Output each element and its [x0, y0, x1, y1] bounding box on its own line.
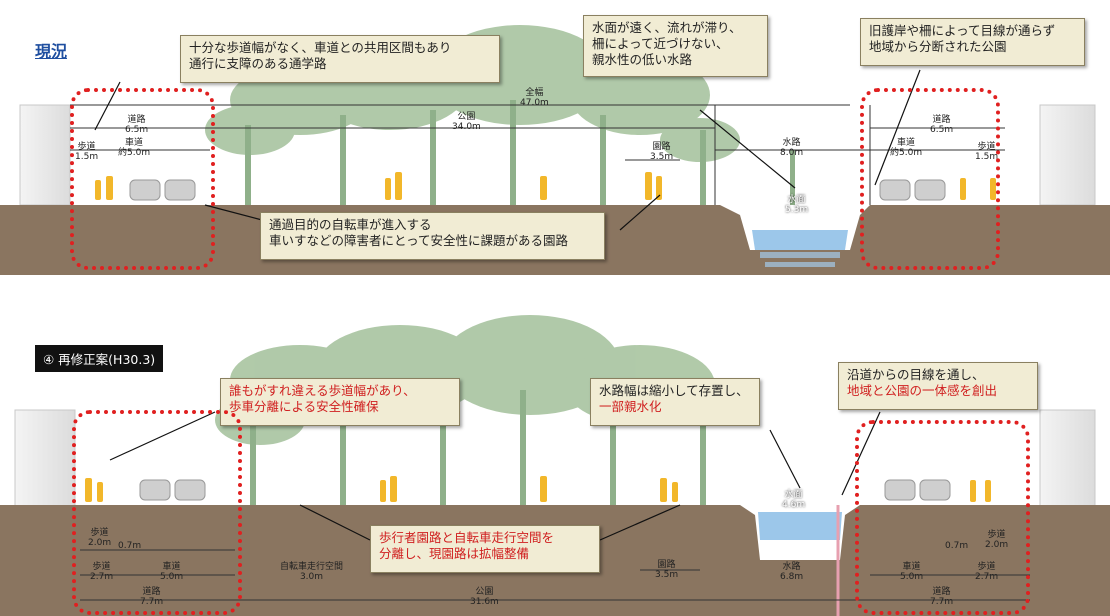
note-bicycle: 通過目的の自転車が進入する 車いすなどの障害者にとって安全性に課題がある園路 — [260, 212, 605, 260]
highlight-bottom-left — [72, 410, 242, 615]
note-view: 沿道からの目線を通し、 地域と公園の一体感を創出 — [838, 362, 1038, 410]
note-line: 沿道からの目線を通し、 — [847, 367, 985, 382]
label-right-carriage: 車道約5.0m — [890, 138, 923, 158]
label-left-carriage: 車道約5.0m — [118, 138, 151, 158]
note-line: 旧護岸や柵によって目線が通らず — [869, 23, 1056, 38]
note-line: 親水性の低い水路 — [592, 52, 693, 67]
note-separation: 歩行者園路と自転車走行空間を 分離し、現園路は拡幅整備 — [370, 525, 600, 573]
highlight-bottom-right — [855, 420, 1030, 615]
top-section-title: 現況 — [35, 42, 68, 61]
note-school-road: 十分な歩道幅がなく、車道との共用区間もあり 通行に支障のある通学路 — [180, 35, 500, 83]
note-line: 十分な歩道幅がなく、車道との共用区間もあり — [189, 40, 452, 55]
note-line: 誰もがすれ違える歩道幅があり、 — [229, 383, 416, 398]
label-left-gap: 0.7m — [118, 541, 142, 551]
note-line: 通行に支障のある通学路 — [189, 56, 327, 71]
note-park-cut: 旧護岸や柵によって目線が通らず 地域から分断された公園 — [860, 18, 1085, 66]
note-line: 地域から分断された公園 — [869, 39, 1007, 54]
note-line: 歩行者園路と自転車走行空間を — [379, 530, 555, 545]
note-line: 水路幅は縮小して存置し、 — [599, 383, 749, 398]
highlight-top-left — [70, 88, 215, 270]
note-line: 通過目的の自転車が進入する — [269, 217, 432, 232]
bottom-section-title: ④ 再修正案(H30.3) — [35, 345, 164, 372]
note-line: 車いすなどの障害者にとって安全性に課題がある園路 — [269, 233, 569, 248]
note-sidewalk: 誰もがすれ違える歩道幅があり、 歩車分離による安全性確保 — [220, 378, 460, 426]
note-line: 地域と公園の一体感を創出 — [847, 383, 998, 398]
label-right-gap: 0.7m — [945, 541, 969, 551]
note-waterway-bottom: 水路幅は縮小して存置し、 一部親水化 — [590, 378, 760, 426]
note-line: 分離し、現園路は拡幅整備 — [379, 546, 530, 561]
note-line: 柵によって近づけない、 — [592, 36, 729, 51]
note-waterway: 水面が遠く、流れが滞り、 柵によって近づけない、 親水性の低い水路 — [583, 15, 768, 77]
note-line: 一部親水化 — [599, 399, 662, 414]
note-line: 歩車分離による安全性確保 — [229, 399, 379, 414]
highlight-top-right — [860, 88, 1000, 270]
note-line: 水面が遠く、流れが滞り、 — [592, 20, 742, 35]
